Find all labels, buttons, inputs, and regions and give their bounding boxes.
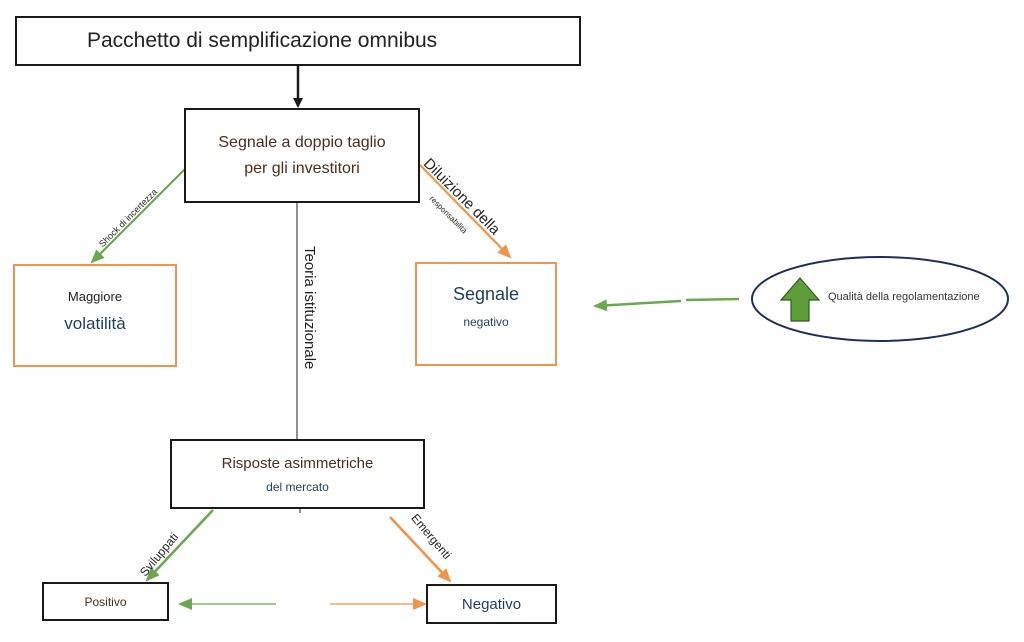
connector-shock [90,167,187,264]
signal-box: Segnale a doppio taglio per gli investit… [184,108,420,203]
volatility-box: Maggiore volatilità [13,264,177,367]
negative-signal-line1: Segnale [452,284,520,304]
title-text: Pacchetto di semplificazione omnibus [87,29,438,52]
regulation-ellipse-shape [751,256,1009,342]
connector-regulation-head [593,299,682,312]
market-box: Risposte asimmetriche del mercato [170,439,425,509]
theory-label: Teoria istituzionale [301,246,318,370]
negative-box: Negativo [426,584,557,624]
market-line1: Risposte asimmetriche [221,454,374,472]
market-line2: del mercato [266,479,329,494]
positive-text: Positivo [84,594,127,609]
connector-developed [145,509,214,582]
regulation-text: Qualità della regolamentazione [828,291,980,303]
volatility-line2: volatilità [64,314,126,333]
up-arrow-icon [779,277,821,322]
signal-line1: Segnale a doppio taglio [218,133,386,151]
signal-line2: per gli investitori [244,159,360,177]
connector-dilution [419,164,512,259]
negative-signal-line2: negativo [463,315,509,329]
negative-signal-box: Segnale negativo [415,262,557,366]
negative-text: Negativo [461,595,522,613]
volatility-line1: Maggiore [67,289,123,304]
connector-regulation [685,297,740,302]
positive-box: Positivo [42,582,169,621]
connector-emerging [389,516,452,583]
title-box: Pacchetto di semplificazione omnibus [15,16,581,66]
